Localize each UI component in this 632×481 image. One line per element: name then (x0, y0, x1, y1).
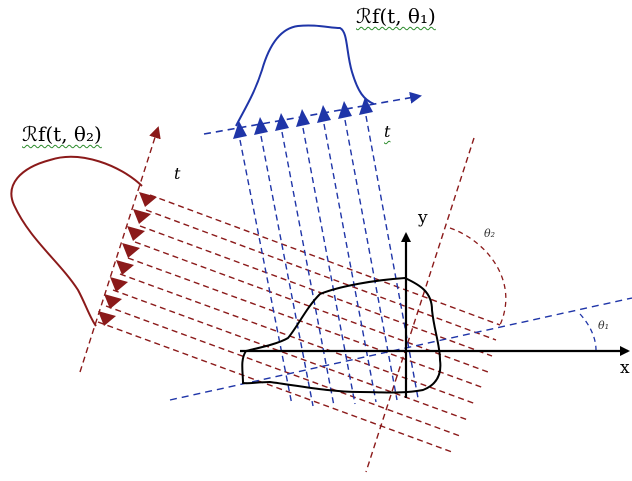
y-axis-label: y (418, 208, 428, 228)
theta1-axis (169, 297, 632, 401)
theta1-detector-arrows (233, 97, 373, 139)
t-axis-label-top: t (384, 122, 391, 141)
blue-rays (239, 115, 419, 407)
theta2-arc (449, 227, 507, 326)
theta2-detector-line (79, 126, 161, 373)
theta2-detector-arrows (98, 192, 157, 326)
projection-theta1-label: ℛf(t, θ₁) (356, 4, 436, 28)
theta2-projection-curve (10, 155, 143, 327)
x-axis-label: x (620, 358, 630, 378)
theta1-projection-curve (235, 24, 375, 127)
theta2-axis (365, 137, 475, 473)
projection-theta2-label: ℛf(t, θ₂) (22, 122, 102, 146)
theta1-arc (579, 313, 597, 351)
object-shape (241, 276, 442, 394)
theta1-label: θ₁ (598, 319, 610, 332)
t-axis-label-left: t (174, 164, 181, 183)
theta2-label: θ₂ (484, 227, 496, 240)
